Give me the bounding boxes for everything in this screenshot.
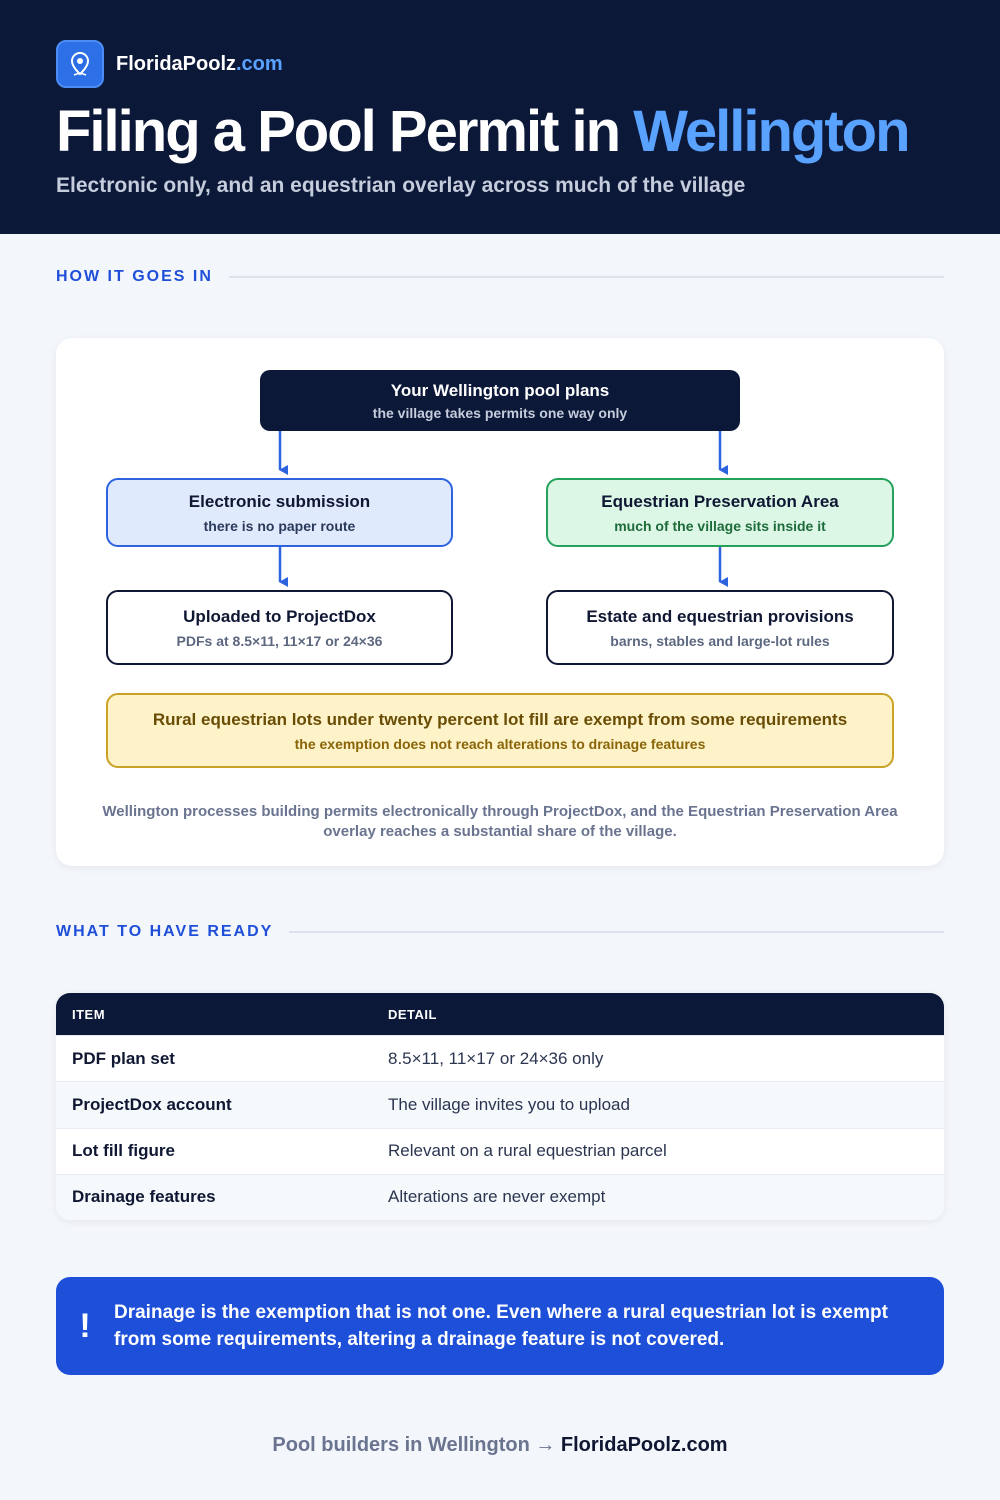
flow-box-provisions: Estate and equestrian provisions barns, … [546, 590, 894, 665]
footer-site-link[interactable]: FloridaPoolz.com [560, 1434, 728, 1456]
table-cell-detail: Alterations are never exempt [388, 1187, 606, 1207]
flow-box-exemption-title: Rural equestrian lots under twenty perce… [152, 709, 848, 729]
table-cell-item: Drainage features [72, 1187, 216, 1207]
exclamation-icon: ! [79, 1306, 91, 1345]
section-heading-table: WHAT TO HAVE READY [56, 923, 944, 941]
table-cell-item: ProjectDox account [72, 1094, 232, 1114]
table-header-item: ITEM [72, 1006, 106, 1022]
flow-card: Your Wellington pool plans the village t… [56, 338, 944, 866]
title-accent: Wellington [633, 99, 910, 164]
table-cell-item: Lot fill figure [72, 1141, 175, 1161]
callout-strong: Drainage is the exemption that is not on… [114, 1302, 491, 1323]
brand-name: FloridaPoolz.com [116, 53, 283, 76]
table-header-detail: DETAIL [388, 1006, 437, 1022]
flow-box-electronic-sub: there is no paper route [203, 517, 356, 534]
table-row: ProjectDox account The village invites y… [56, 1081, 944, 1128]
flow-box-exemption-sub: the exemption does not reach alterations… [294, 735, 706, 752]
footer: Pool builders in Wellington → FloridaPoo… [0, 1434, 1000, 1457]
callout-text: Drainage is the exemption that is not on… [114, 1299, 914, 1353]
page-subtitle: Electronic only, and an equestrian overl… [56, 174, 746, 197]
flow-arrows [278, 431, 728, 587]
page-title: Filing a Pool Permit in Wellington [56, 98, 911, 165]
flow-box-equestrian-title: Equestrian Preservation Area [601, 491, 839, 511]
flow-box-provisions-sub: barns, stables and large-lot rules [610, 632, 830, 649]
flow-box-projectdox-sub: PDFs at 8.5×11, 11×17 or 24×36 [176, 632, 383, 649]
section-heading-flow: HOW IT GOES IN [56, 268, 944, 286]
page-header: FloridaPoolz.com Filing a Pool Permit in… [0, 0, 1000, 234]
flow-note: Wellington processes building permits el… [102, 803, 898, 840]
flow-box-equestrian: Equestrian Preservation Area much of the… [546, 478, 894, 547]
flow-box-electronic: Electronic submission there is no paper … [106, 478, 453, 547]
section-heading-flow-label: HOW IT GOES IN [56, 268, 213, 285]
callout-body: Even where a rural equestrian lot is exe… [114, 1302, 888, 1350]
flow-box-plans-sub: the village takes permits one way only [372, 404, 628, 421]
footer-text: Pool builders in Wellington → [272, 1434, 561, 1456]
brand[interactable]: FloridaPoolz.com [56, 40, 283, 88]
table-cell-detail: The village invites you to upload [388, 1094, 630, 1114]
flow-box-projectdox-title: Uploaded to ProjectDox [183, 606, 376, 626]
title-main: Filing a Pool Permit in [56, 99, 621, 164]
table-row: Lot fill figure Relevant on a rural eque… [56, 1127, 944, 1174]
warning-callout: ! Drainage is the exemption that is not … [56, 1277, 944, 1375]
table-header: ITEM DETAIL [56, 993, 944, 1035]
map-pin-icon [56, 40, 104, 88]
section-heading-table-label: WHAT TO HAVE READY [56, 923, 274, 940]
flow-box-provisions-title: Estate and equestrian provisions [586, 606, 854, 626]
divider [228, 276, 944, 278]
flow-box-plans: Your Wellington pool plans the village t… [260, 370, 740, 431]
brand-name-text: FloridaPoolz [116, 52, 236, 75]
table-cell-detail: Relevant on a rural equestrian parcel [388, 1141, 667, 1161]
flow-box-equestrian-sub: much of the village sits inside it [614, 517, 826, 534]
table-row: PDF plan set 8.5×11, 11×17 or 24×36 only [56, 1035, 944, 1081]
checklist-table: ITEM DETAIL PDF plan set 8.5×11, 11×17 o… [56, 993, 944, 1220]
divider [289, 931, 944, 933]
table-cell-detail: 8.5×11, 11×17 or 24×36 only [388, 1048, 604, 1068]
brand-tld: .com [236, 52, 283, 75]
table-cell-item: PDF plan set [72, 1048, 175, 1068]
flow-box-projectdox: Uploaded to ProjectDox PDFs at 8.5×11, 1… [106, 590, 453, 665]
flow-box-electronic-title: Electronic submission [188, 491, 371, 511]
flow-box-plans-title: Your Wellington pool plans [390, 380, 610, 400]
flow-box-exemption: Rural equestrian lots under twenty perce… [106, 693, 894, 768]
table-row: Drainage features Alterations are never … [56, 1173, 944, 1220]
